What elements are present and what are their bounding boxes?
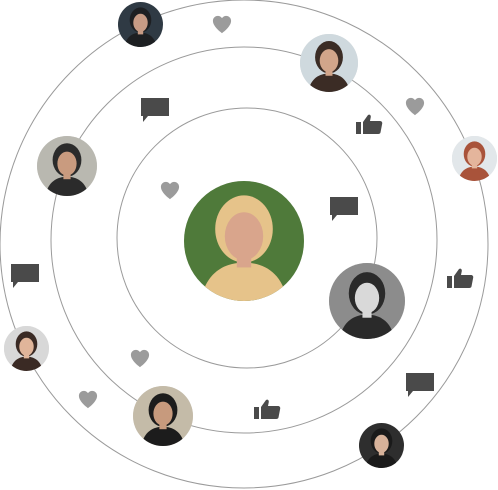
thumbs-up-icon xyxy=(446,267,474,289)
thumbs-up-icon xyxy=(253,398,281,420)
avatar-woman-bottom-right[interactable] xyxy=(359,423,404,468)
heart-icon xyxy=(404,96,426,116)
avatar-man-bottom[interactable] xyxy=(133,386,193,446)
heart-icon xyxy=(77,389,99,409)
chat-bubble-icon xyxy=(140,97,170,123)
chat-bubble-icon xyxy=(329,196,359,222)
orbit-ring-middle xyxy=(50,46,438,434)
avatar-man-left[interactable] xyxy=(37,136,97,196)
avatar-woman-smiling-bw[interactable] xyxy=(329,263,405,339)
heart-icon xyxy=(129,348,151,368)
thumbs-up-icon xyxy=(355,113,383,135)
chat-bubble-icon xyxy=(405,372,435,398)
orbit-ring-outer xyxy=(0,0,489,489)
avatar-man-beard-top-right[interactable] xyxy=(300,34,358,92)
avatar-center-blonde-woman[interactable] xyxy=(184,181,304,301)
avatar-woman-left-edge[interactable] xyxy=(4,326,49,371)
avatar-man-top[interactable] xyxy=(118,2,163,47)
heart-icon xyxy=(211,14,233,34)
heart-icon xyxy=(159,180,181,200)
chat-bubble-icon xyxy=(10,263,40,289)
avatar-woman-red-hair-right[interactable] xyxy=(452,136,497,181)
orbit-ring-inner xyxy=(116,107,378,369)
